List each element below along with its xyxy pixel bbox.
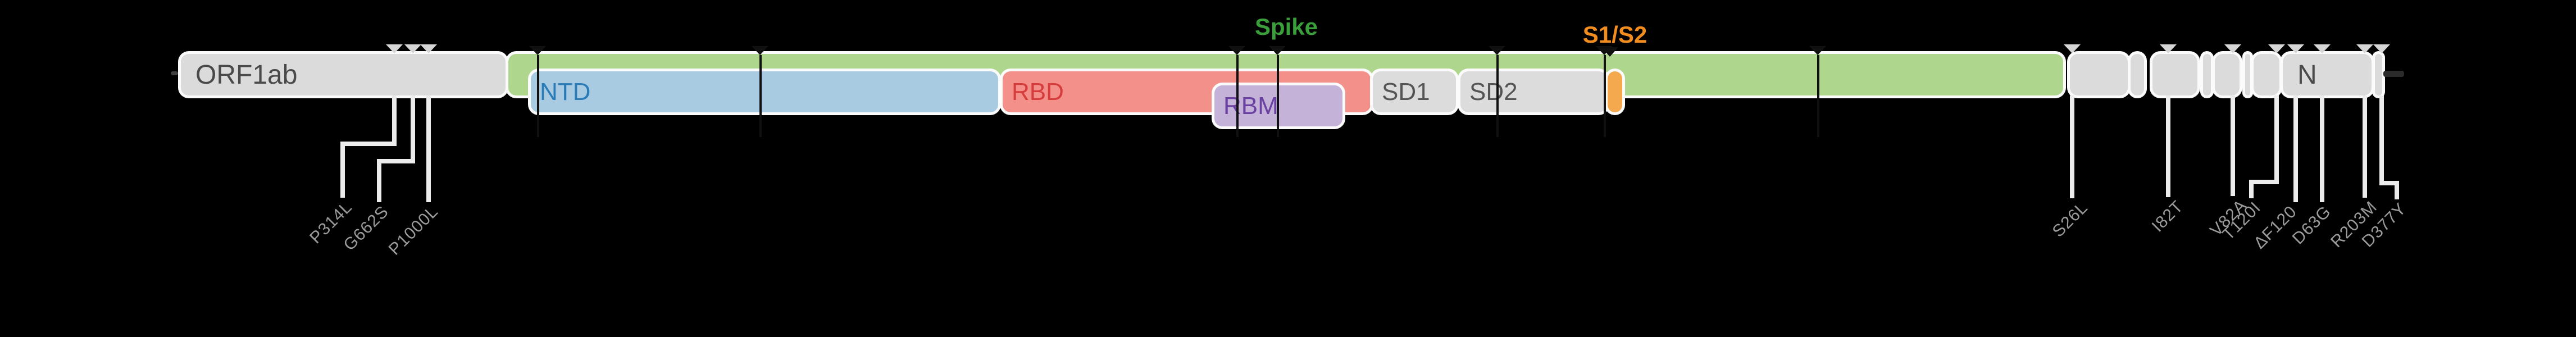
mutation-connector [377,159,381,202]
spike-title-label: Spike [1254,13,1318,40]
mutation-connector [2363,95,2367,198]
gene-n: N [2283,54,2372,95]
gene-n-label: N [2297,60,2317,90]
domain-ntd-label: NTD [540,78,591,106]
gene-orf6 [2203,54,2211,95]
mutation-caret-icon [2314,44,2331,53]
mutation-connector [340,142,397,146]
gene-orf1ab: ORF1ab [181,54,506,95]
gene-orf3a [2070,54,2128,95]
mutation-connector [340,142,345,198]
mutation-label-right: S26L [2049,198,2092,241]
five-prime-end-mark [171,71,178,75]
mutation-connector [411,95,415,159]
spike-mutation-marker [1496,55,1499,137]
spike-mutation-caret-icon [1489,46,1505,55]
mutation-caret-icon [2287,44,2304,53]
spike-mutation-marker [1236,55,1239,137]
spike-mutation-caret-icon [1596,46,1613,55]
domain-sd1-label: SD1 [1382,78,1430,106]
mutation-caret-icon [2160,44,2177,53]
mutation-connector [2070,95,2074,198]
spike-mutation-marker [1817,55,1819,137]
gene-orf7a [2215,54,2240,95]
mutation-caret-icon [2373,44,2390,53]
mutation-connector [2166,95,2170,197]
mutation-caret-icon [2064,44,2081,53]
mutation-connector [377,159,415,163]
spike-mutation-caret-icon [1228,46,1245,55]
mutation-connector [2379,95,2384,181]
spike-mutation-marker [759,55,762,137]
gene-orf10 [2375,54,2382,95]
s1s2-cleavage-label: S1/S2 [1582,21,1647,48]
domain-furin-site [1608,71,1622,112]
mutation-connector [2274,95,2279,180]
spike-mutation-caret-icon [1269,46,1286,55]
mutation-connector [426,95,431,202]
mutation-caret-icon [404,44,421,53]
spike-mutation-caret-icon [752,46,768,55]
mutation-connector [2293,95,2298,202]
mutation-connector [2320,95,2324,202]
domain-rbm-label: RBM [1223,92,1278,120]
mutation-caret-icon [2268,44,2285,53]
mutation-caret-icon [386,44,403,53]
spike-mutation-caret-icon [1809,46,1826,55]
domain-ntd: NTD [531,71,998,112]
spike-mutation-marker [1604,55,1606,137]
spike-mutation-marker [1277,55,1279,137]
spike-mutation-marker [537,55,539,137]
domain-rbd-label: RBD [1012,78,1064,106]
gene-orf7b [2245,54,2250,95]
mutation-caret-icon [2356,44,2373,53]
gene-orf8 [2254,54,2279,95]
mutation-connector [2231,95,2235,196]
mutation-connector [2249,180,2279,184]
mutation-connector [2395,181,2399,199]
three-prime-end-mark [2383,71,2404,77]
gene-e [2131,54,2144,95]
domain-sd1: SD1 [1373,71,1456,112]
mutation-connector [392,95,397,142]
spike-mutation-caret-icon [529,46,546,55]
domain-sd2: SD2 [1460,71,1606,112]
gene-m [2152,54,2197,95]
mutation-caret-icon [2224,44,2241,53]
domain-sd2-label: SD2 [1469,78,1518,106]
mutation-connector [2379,181,2399,185]
mutation-caret-icon [420,44,437,53]
mutation-connector [2249,180,2254,198]
gene-orf1ab-label: ORF1ab [195,60,298,90]
